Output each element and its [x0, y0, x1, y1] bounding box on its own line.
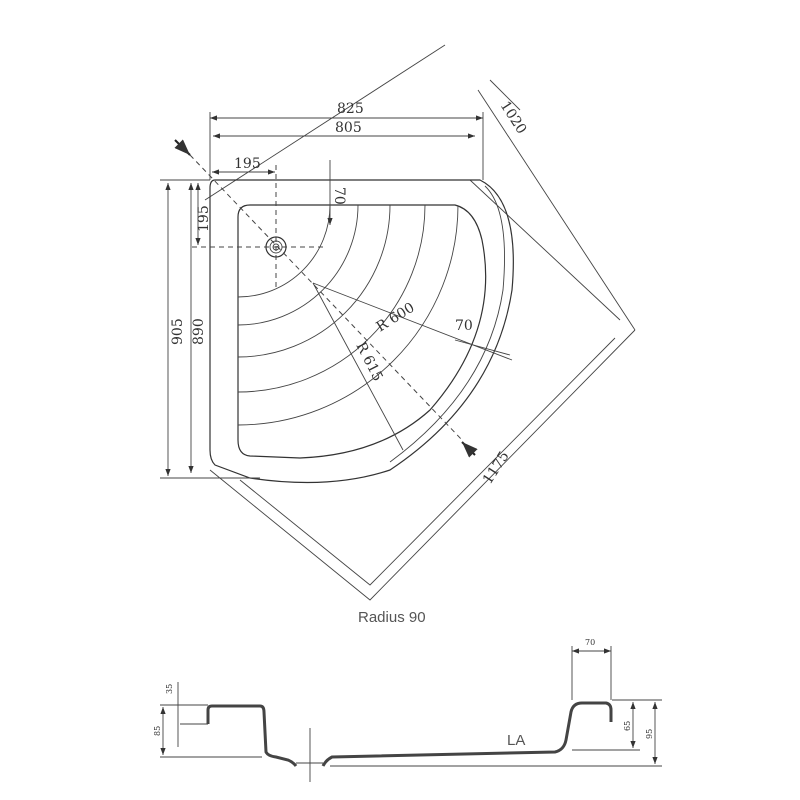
dim-r615: R 615 [352, 340, 385, 384]
caption: Radius 90 [358, 609, 426, 626]
centerlines [174, 139, 513, 458]
dim-825: 825 [337, 101, 364, 117]
section-profile: 35 85 70 65 95 LA [153, 638, 662, 782]
dim-35: 35 [165, 684, 174, 694]
dim-890: 890 [191, 318, 207, 345]
dim-1175: 1175 [480, 449, 513, 488]
dim-70-arc: 70 [455, 318, 473, 334]
dim-95: 95 [645, 729, 654, 739]
dim-85: 85 [153, 726, 162, 736]
dim-65: 65 [623, 721, 632, 731]
basin-outline [237, 204, 487, 459]
dim-195-x: 195 [234, 156, 261, 172]
dim-70-section: 70 [585, 638, 595, 647]
dim-805: 805 [335, 120, 362, 136]
tray-outline [209, 179, 514, 484]
dim-195-y: 195 [196, 205, 212, 232]
envelope-lines [204, 44, 636, 601]
dim-70-top: 70 [331, 187, 347, 205]
dim-905: 905 [170, 318, 186, 345]
plan-dimensions: 825 805 195 195 70 905 890 R 600 R 615 7… [160, 98, 529, 487]
dim-1020: 1020 [497, 98, 530, 137]
section-label: LA [507, 732, 525, 749]
